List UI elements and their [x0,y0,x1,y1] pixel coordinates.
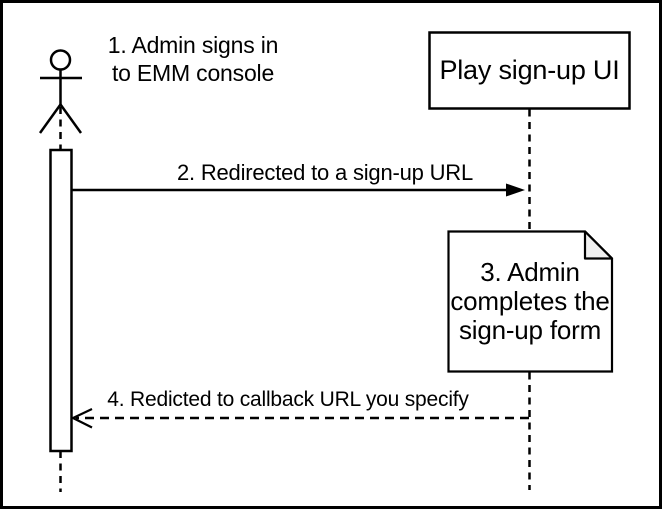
note-line3: sign-up form [458,315,602,345]
actor-stick-figure-icon [38,49,83,134]
note-text: 3. Admin completes the sign-up form [448,258,612,345]
note-line2: completes the [450,286,610,316]
step1-annotation: 1. Admin signs in to EMM console [85,31,301,87]
message-label-text: 2. Redirected to a sign-up URL [176,160,474,185]
note-shape [447,230,614,373]
message-label-text: 4. Redicted to callback URL you specify [107,388,469,411]
step1-line1: 1. Admin signs in [107,32,279,58]
actor-activation-bar [49,148,73,453]
message-arrow-signup-redirect [72,183,525,197]
message-arrow-callback-redirect [70,408,529,429]
participant-label-play-signup-ui: Play sign-up UI [429,32,630,109]
filled-arrowhead-icon [506,183,525,197]
participant-label-text: Play sign-up UI [439,55,620,85]
step1-line2: to EMM console [111,60,275,86]
participant-box-play-signup-ui [428,31,631,110]
actor-left-leg [38,103,62,134]
message-label-callback-redirect: 4. Redicted to callback URL you specify [88,388,488,412]
open-arrowhead-icon [70,408,93,429]
message-label-signup-redirect: 2. Redirected to a sign-up URL [142,161,508,185]
note-fold-corner-icon [583,230,614,260]
actor-right-leg [59,103,83,134]
note-body [447,230,614,373]
note-line1: 3. Admin [480,257,580,287]
actor-head [49,49,72,71]
